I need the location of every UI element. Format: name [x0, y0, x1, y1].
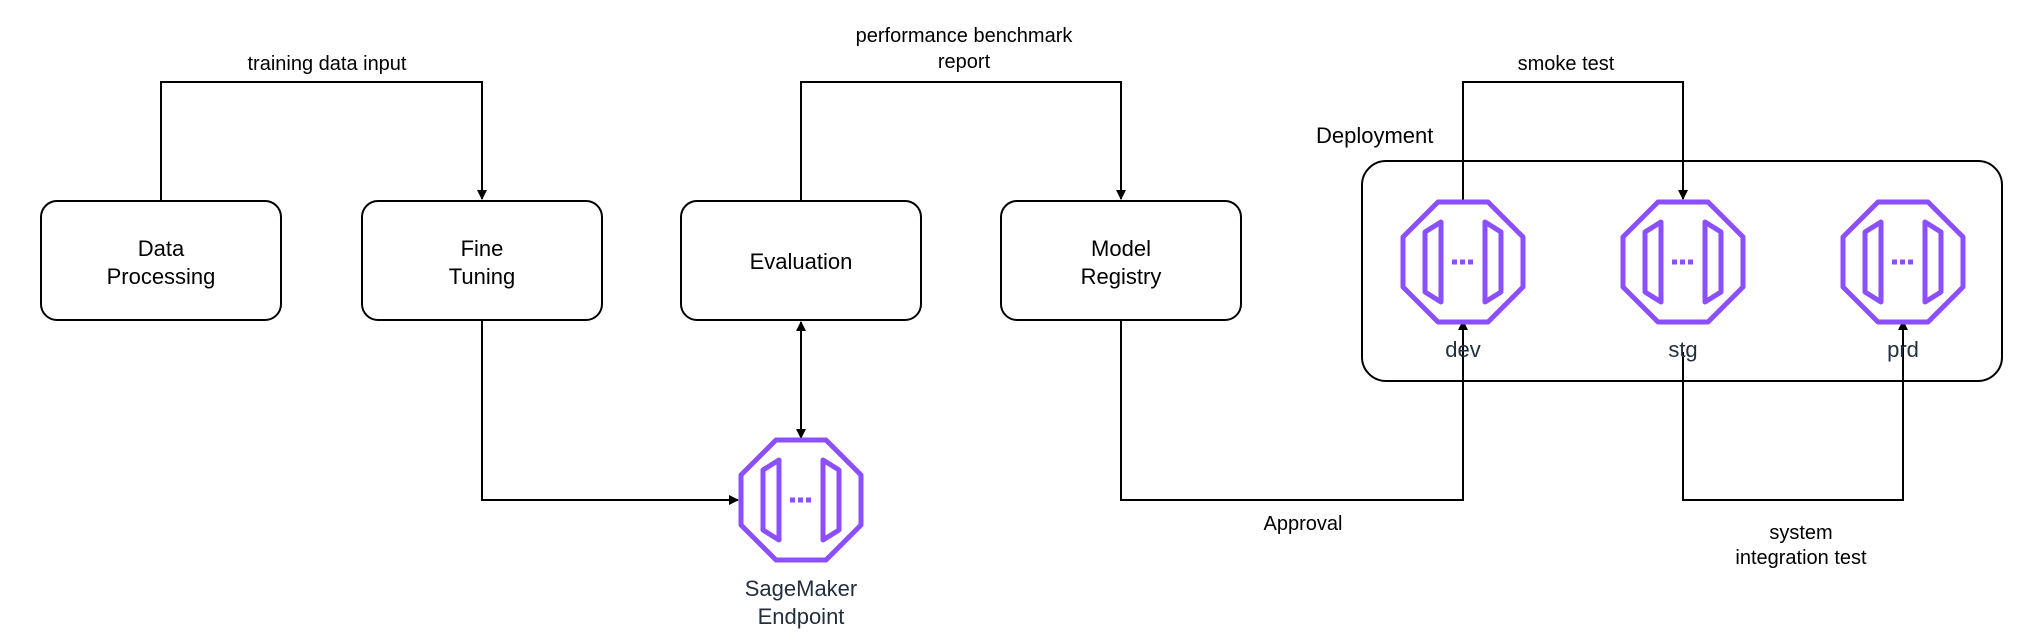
benchmark-label-line1: performance benchmark: [856, 25, 1074, 47]
stage-prd-label: prd: [1887, 337, 1919, 362]
edge-performance-benchmark: [800, 81, 1126, 201]
data-processing-label-line1: Data: [138, 236, 185, 261]
edge-training-data-input: [160, 81, 487, 201]
fine-tuning-label-line1: Fine: [461, 236, 504, 261]
training-data-input-label: training data input: [247, 53, 406, 75]
smoke-test-label: smoke test: [1518, 53, 1615, 75]
deployment-group: Deployment: [1316, 123, 2003, 382]
sagemaker-endpoint-icon: [741, 440, 861, 560]
edge-fine-tuning-to-endpoint: [481, 320, 739, 505]
stage-dev[interactable]: dev: [1403, 202, 1523, 362]
endpoint-label-line2: Endpoint: [758, 604, 845, 629]
evaluation-label: Evaluation: [750, 249, 853, 274]
model-registry-box[interactable]: Model Registry: [1000, 200, 1242, 321]
sagemaker-endpoint-icon: [1843, 202, 1963, 322]
model-registry-label-line2: Registry: [1081, 264, 1162, 289]
benchmark-label-line2: report: [938, 51, 991, 73]
data-processing-box[interactable]: Data Processing: [40, 200, 282, 321]
model-registry-label-line1: Model: [1091, 236, 1151, 261]
endpoint-label-line1: SageMaker: [745, 576, 858, 601]
fine-tuning-label-line2: Tuning: [449, 264, 515, 289]
stage-dev-label: dev: [1445, 337, 1480, 362]
stage-prd[interactable]: prd: [1843, 202, 1963, 362]
sagemaker-endpoint-icon: [1403, 202, 1523, 322]
data-processing-label-line2: Processing: [107, 264, 216, 289]
approval-label: Approval: [1264, 513, 1343, 535]
sagemaker-endpoint[interactable]: SageMaker Endpoint: [741, 440, 861, 629]
edge-smoke-test: [1462, 81, 1688, 203]
fine-tuning-box[interactable]: Fine Tuning: [361, 200, 603, 321]
edge-system-integration-test: [1682, 320, 1908, 501]
sagemaker-endpoint-icon: [1623, 202, 1743, 322]
deployment-title: Deployment: [1316, 123, 1433, 148]
stage-stg[interactable]: stg: [1623, 202, 1743, 362]
edge-approval: [1120, 320, 1468, 501]
stage-stg-label: stg: [1668, 337, 1697, 362]
evaluation-box[interactable]: Evaluation: [680, 200, 922, 321]
system-integration-test-label-line1: system: [1769, 522, 1832, 544]
system-integration-test-label-line2: integration test: [1735, 547, 1867, 569]
